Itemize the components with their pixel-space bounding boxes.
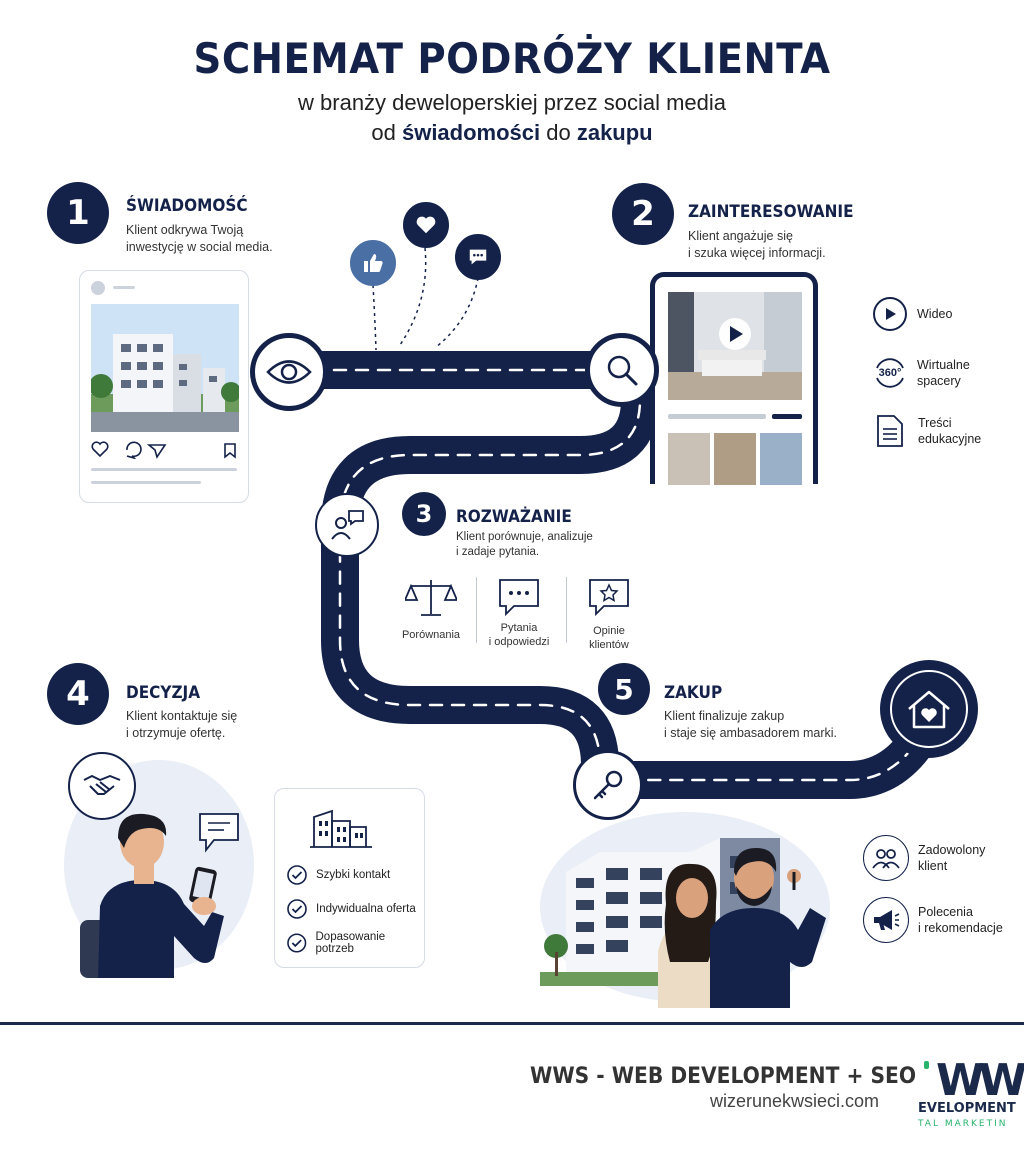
megaphone-icon — [863, 897, 909, 943]
building-icon — [310, 809, 372, 848]
page-subtitle: w branży deweloperskiej przez social med… — [298, 90, 726, 115]
check-circle-icon — [287, 865, 307, 885]
handshake-icon — [68, 752, 136, 820]
social-post-card — [79, 270, 249, 503]
gallery-thumb — [760, 433, 802, 485]
step-4-title: DECYZJA — [126, 683, 201, 703]
step-1-number: 1 — [47, 182, 109, 244]
message-bubble-icon — [455, 234, 501, 280]
step-4-number: 4 — [47, 663, 109, 725]
decision-checklist-card: Szybki kontakt Indywidualna oferta Dopas… — [274, 788, 425, 968]
gallery-thumb — [668, 433, 710, 485]
people-icon — [863, 835, 909, 881]
consideration-label-compare: Porównania — [401, 629, 461, 641]
step-3-title: ROZWAŻANIE — [456, 507, 572, 527]
magnifier-icon — [585, 333, 659, 407]
page-title: SCHEMAT PODRÓŻY KLIENTA — [193, 34, 831, 83]
footer-url[interactable]: wizerunekwsieci.com — [710, 1091, 880, 1111]
step-1-title: ŚWIADOMOŚĆ — [126, 196, 248, 216]
play-icon — [873, 297, 907, 331]
key-icon — [573, 750, 643, 820]
video-thumbnail — [668, 292, 802, 400]
person-chat-icon — [315, 493, 379, 557]
like-icon — [350, 240, 396, 286]
chat-icon — [499, 579, 539, 616]
360-icon: 360° — [873, 356, 907, 390]
checklist-item: Szybki kontakt — [287, 865, 390, 885]
step-5-title: ZAKUP — [664, 683, 723, 703]
page-subtitle-2: od świadomości do zakupu — [371, 120, 653, 145]
message-icon — [199, 813, 239, 853]
star-chat-icon — [589, 579, 629, 617]
checklist-item: Dopasowanie potrzeb — [287, 931, 424, 955]
heart-icon — [91, 441, 109, 458]
share-icon — [146, 444, 167, 459]
interest-item-video: Wideo — [873, 297, 952, 331]
step-3-number: 3 — [402, 492, 446, 536]
footer-title: WWS - WEB DEVELOPMENT + SEO — [530, 1064, 917, 1089]
check-circle-icon — [287, 933, 307, 953]
bookmark-icon — [224, 443, 236, 459]
step-2-number: 2 — [612, 183, 674, 245]
comment-icon — [126, 441, 142, 459]
building-photo — [91, 304, 239, 432]
gallery-thumb — [714, 433, 756, 485]
avatar — [91, 281, 105, 295]
customer-person-illustration — [80, 813, 224, 978]
video-play-icon — [730, 326, 743, 342]
happy-couple-illustration — [540, 838, 826, 1008]
scales-icon — [405, 580, 457, 616]
step-5-number: 5 — [598, 663, 650, 715]
check-circle-icon — [287, 899, 307, 919]
phone-mockup — [650, 272, 818, 485]
document-icon — [877, 415, 903, 447]
step-2-title: ZAINTERESOWANIE — [688, 202, 854, 222]
eye-icon — [250, 333, 328, 411]
checklist-item: Indywidualna oferta — [287, 899, 416, 919]
brand-logo: WW EVELOPMENT TAL MARKETIN — [918, 1055, 1024, 1129]
home-heart-icon — [880, 660, 978, 758]
heart-bubble-icon — [403, 202, 449, 248]
footer-divider — [0, 1022, 1024, 1025]
